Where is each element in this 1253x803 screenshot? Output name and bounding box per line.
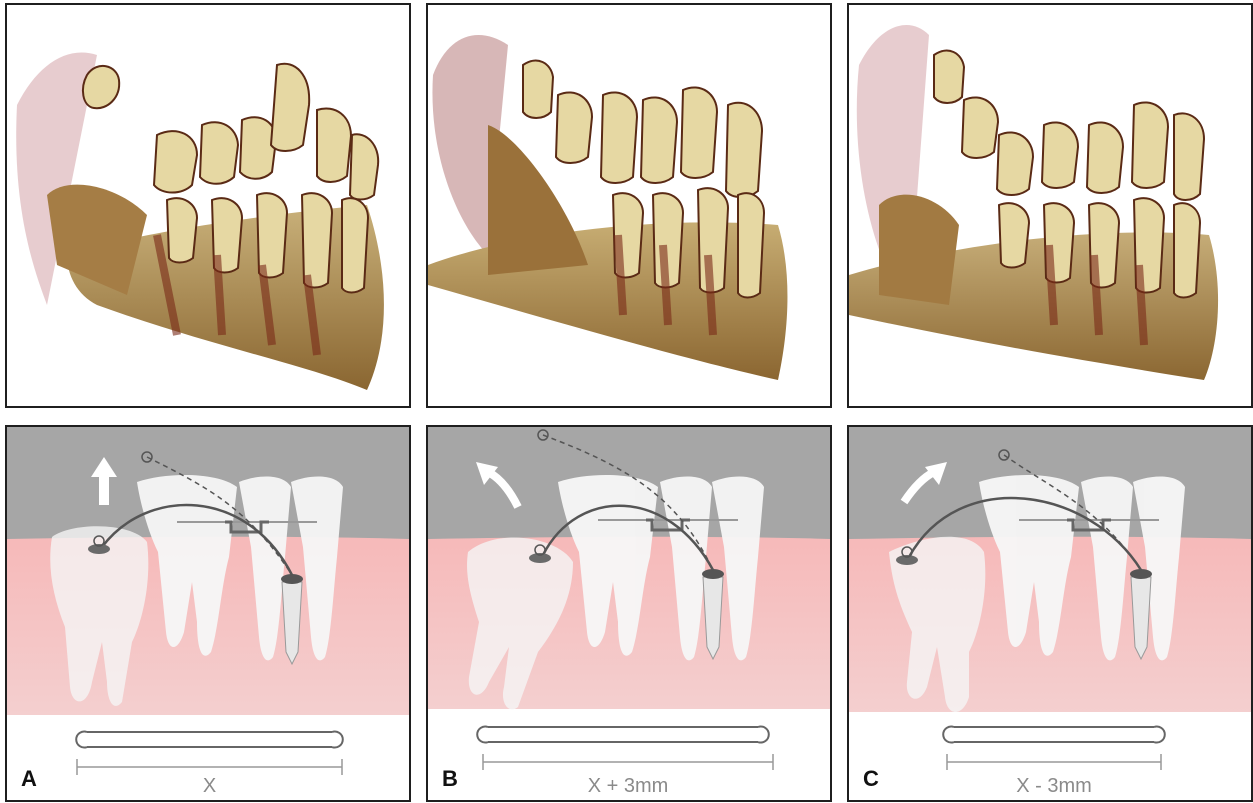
panel-letter-c: C [863, 766, 879, 792]
measurement-label-b: X + 3mm [483, 775, 773, 798]
diagram-panel-a: A X [5, 425, 411, 802]
diagram-panel-b: B X + 3mm [426, 425, 832, 802]
measurement-label-c: X - 3mm [947, 775, 1161, 798]
panel-letter-b: B [442, 766, 458, 792]
panel-letter-a: A [21, 766, 37, 792]
measurement-label-a: X [77, 775, 342, 798]
cbct-image-c [847, 3, 1253, 408]
cbct-image-a [5, 3, 411, 408]
cbct-image-b [426, 3, 832, 408]
diagram-panel-c: C X - 3mm [847, 425, 1253, 802]
